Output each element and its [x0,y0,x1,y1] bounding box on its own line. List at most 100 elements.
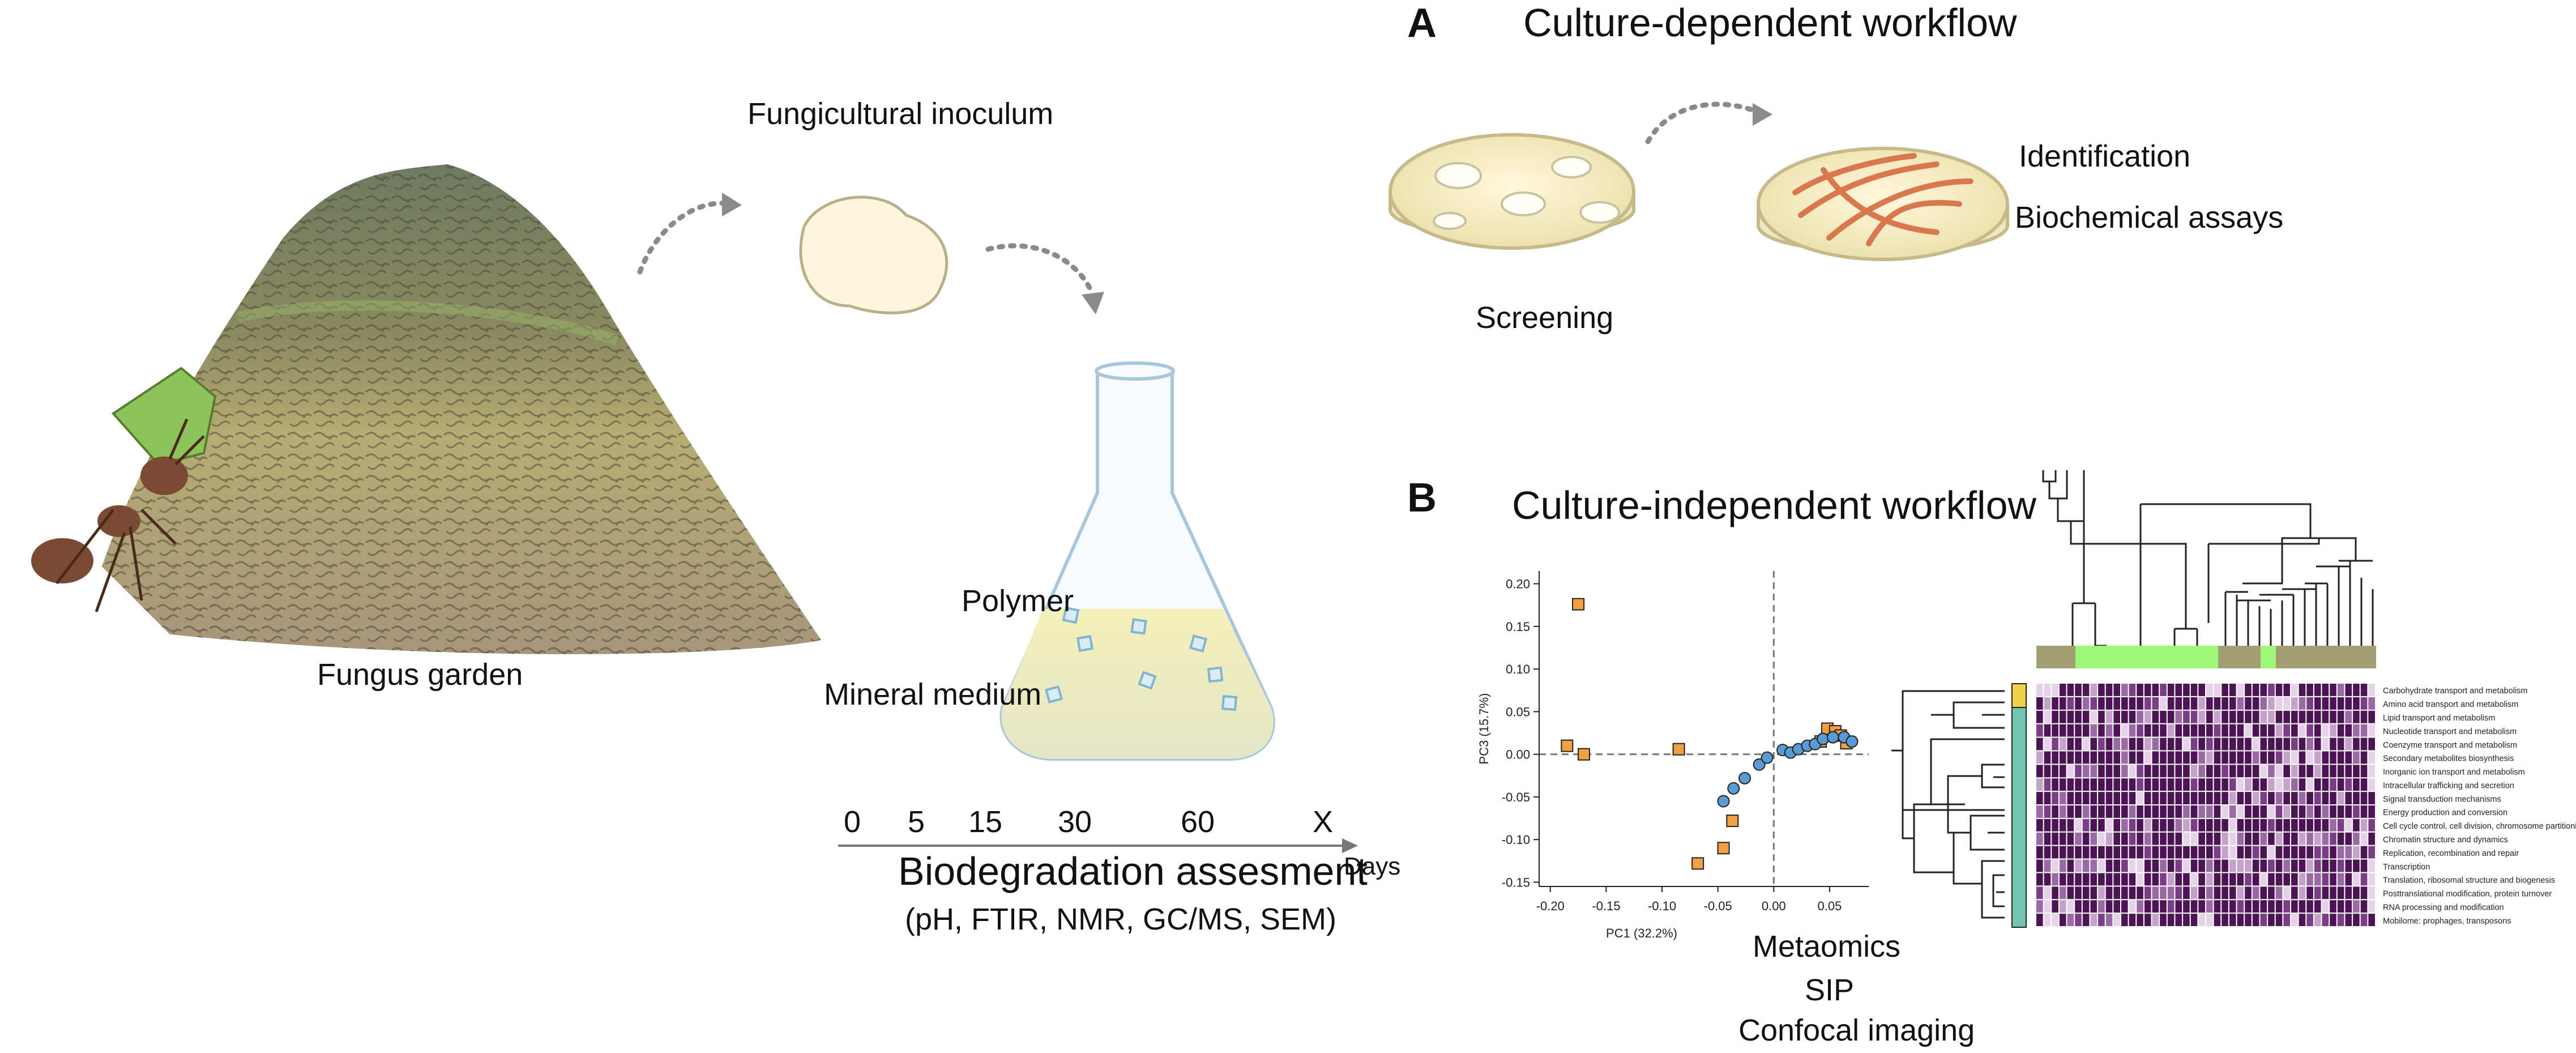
heatmap-cell [2129,751,2136,764]
heatmap-cell [2222,792,2228,804]
heatmap-cell [2067,724,2074,737]
heatmap-cell [2121,765,2128,778]
heatmap-cell [2129,859,2136,872]
heatmap-cell [2337,859,2344,872]
heatmap-cell [2067,900,2074,913]
heatmap-cell [2121,751,2128,764]
heatmap-cell [2059,886,2066,899]
heatmap-cell [2368,724,2375,737]
heatmap-cell [2237,792,2244,804]
heatmap-cell [2044,900,2051,913]
heatmap-row-label: Transcription [2383,863,2430,872]
heatmap-cell [2252,914,2259,926]
heatmap-cell [2036,818,2043,832]
heatmap-cell [2175,792,2182,804]
heatmap-cell [2044,832,2051,845]
heatmap-cell [2306,900,2313,913]
heatmap-cell [2353,684,2360,696]
heatmap-cell [2075,724,2082,737]
heatmap-cell [2144,818,2151,832]
heatmap-cell [2113,859,2120,872]
heatmap-row-label: Secondary metabolites biosynthesis [2383,754,2514,764]
heatmap-cell [2036,873,2043,886]
heatmap-cell [2052,886,2058,899]
heatmap-cell [2291,859,2298,872]
heatmap-cell [2175,818,2182,832]
heatmap-cell [2314,846,2321,859]
heatmap-cell [2299,751,2306,764]
heatmap-cell [2105,792,2113,804]
heatmap [2036,684,2375,926]
timeline-tick: 0 [844,805,861,839]
x-tick-label: 0.00 [1762,899,1786,913]
heatmap-cell [2052,873,2058,886]
heatmap-cell [2260,778,2267,791]
heatmap-row-label: Cell cycle control, cell division, chrom… [2383,822,2576,831]
heatmap-cell [2345,859,2352,872]
heatmap-cell [2105,859,2113,872]
heatmap-cell [2260,737,2267,751]
heatmap-cell [2322,873,2329,886]
heatmap-cell [2129,710,2136,723]
heatmap-cell [2144,792,2151,804]
heatmap-cell [2345,886,2352,899]
heatmap-cell [2306,914,2313,926]
heatmap-cell [2214,846,2221,859]
heatmap-cell [2229,751,2236,764]
heatmap-cell [2167,914,2175,926]
heatmap-cell [2052,710,2058,723]
heatmap-cell [2229,818,2236,832]
heatmap-cell [2090,886,2097,899]
timeline-tick: X [1313,805,1334,839]
heatmap-cell [2098,778,2105,791]
heatmap-cell [2245,792,2252,804]
fungus-garden-illustration [102,164,821,654]
heatmap-cell [2090,818,2097,832]
heatmap-cell [2113,737,2120,751]
heatmap-cell [2214,832,2221,845]
heatmap-cell [2152,859,2159,872]
heatmap-cell [2275,724,2283,737]
heatmap-cell [2206,751,2213,764]
heatmap-cell [2360,818,2368,832]
heatmap-cell [2098,737,2105,751]
heatmap-cell [2214,710,2221,723]
heatmap-cell [2214,684,2221,696]
heatmap-cell [2214,914,2221,926]
heatmap-cell [2252,900,2259,913]
heatmap-cell [2360,846,2368,859]
heatmap-cell [2322,859,2329,872]
heatmap-cell [2330,724,2336,737]
heatmap-cell [2337,914,2344,926]
heatmap-cell [2337,832,2344,845]
heatmap-cell [2330,859,2336,872]
heatmap-cell [2322,900,2329,913]
heatmap-cell [2322,765,2329,778]
heatmap-cell [2360,737,2368,751]
heatmap-row-label: Amino acid transport and metabolism [2383,700,2518,709]
heatmap-cell [2067,751,2074,764]
x-axis-label: PC1 (32.2%) [1606,926,1677,940]
heatmap-cell [2075,886,2082,899]
heatmap-cell [2067,778,2074,791]
heatmap-cell [2059,684,2066,696]
heatmap-row-label: Translation, ribosomal structure and bio… [2383,876,2555,885]
heatmap-cell [2067,792,2074,804]
heatmap-cell [2137,818,2143,832]
heatmap-cell [2082,886,2090,899]
heatmap-cell [2222,846,2228,859]
heatmap-cell [2121,684,2128,696]
heatmap-cell [2098,792,2105,804]
heatmap-cell [2144,765,2151,778]
heatmap-cell [2245,873,2252,886]
y-tick-label: -0.05 [1502,790,1530,804]
heatmap-cell [2137,792,2143,804]
heatmap-cell [2345,737,2352,751]
heatmap-cell [2167,818,2175,832]
heatmap-cell [2260,751,2267,764]
heatmap-cell [2144,859,2151,872]
heatmap-cell [2237,886,2244,899]
heatmap-cell [2368,832,2375,845]
heatmap-cell [2144,900,2151,913]
heatmap-cell [2353,873,2360,886]
